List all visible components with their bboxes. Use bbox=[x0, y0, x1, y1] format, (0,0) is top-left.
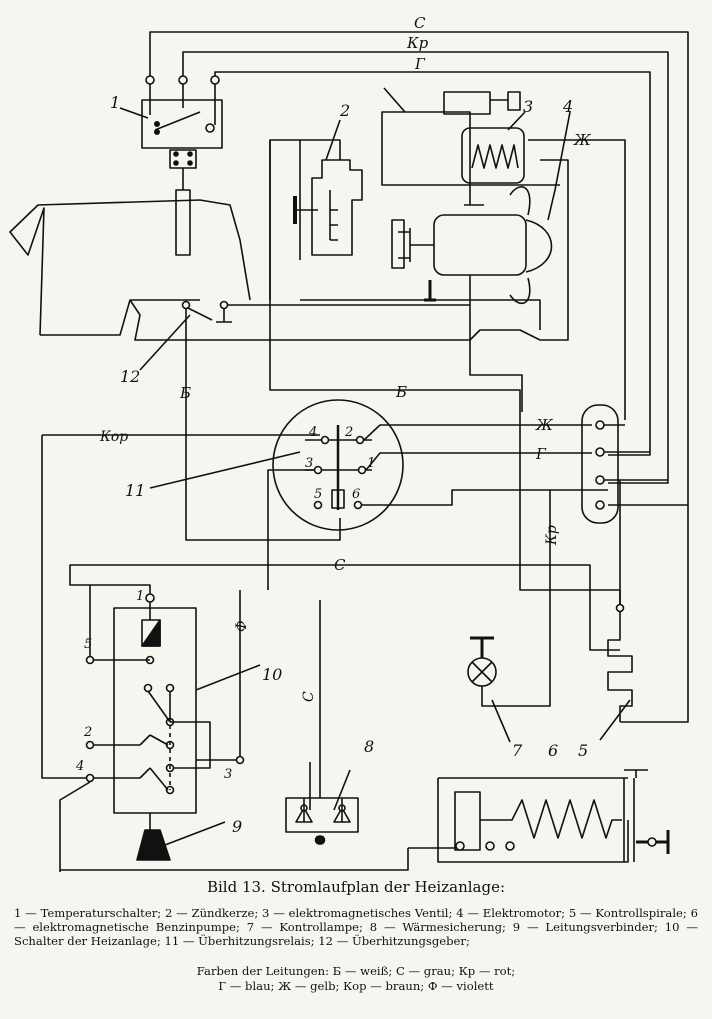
wire-label-kor: Кор bbox=[99, 429, 128, 445]
switch-terminal-1: 1 bbox=[136, 589, 144, 604]
wire-kp-top bbox=[182, 51, 669, 484]
temperature-switch-body bbox=[141, 99, 223, 149]
wire-c-top bbox=[149, 31, 689, 506]
component-number-1: 1 bbox=[110, 93, 120, 112]
solenoid-valve bbox=[381, 87, 471, 186]
heater-switch bbox=[113, 607, 197, 814]
wire-label-b-left: Б bbox=[179, 384, 191, 402]
wire-label-zh-right: Ж bbox=[573, 131, 592, 149]
wire-color-key-line-2: Г — blau; Ж — gelb; Кор — braun; Ф — vio… bbox=[218, 979, 494, 993]
wire-label-kp-vertical: Кр bbox=[544, 525, 560, 546]
component-number-4: 4 bbox=[562, 97, 573, 116]
component-number-11: 11 bbox=[125, 481, 145, 500]
burner-bottom-outline bbox=[129, 299, 541, 341]
overheat-relay bbox=[272, 399, 404, 531]
figure-title: Bild 13. Stromlaufplan der Heizanlage: bbox=[206, 878, 505, 896]
component-number-7: 7 bbox=[512, 741, 523, 760]
wire-label-c-lower: С bbox=[301, 691, 317, 702]
wiring-diagram: С Кр Г Ж Б Б Кор Ж Г Кр С Ф С 1 2 3 4 12… bbox=[9, 14, 689, 872]
relay-terminal-5: 5 bbox=[314, 487, 322, 502]
electric-motor bbox=[433, 214, 527, 276]
wire-color-key: Farben der Leitungen: Б — weiß; С — grau… bbox=[14, 964, 698, 994]
component-number-12: 12 bbox=[120, 367, 140, 386]
wire-label-b-mid: Б bbox=[395, 383, 407, 401]
overheat-sensor bbox=[185, 306, 213, 321]
relay-terminal-2: 2 bbox=[344, 425, 353, 440]
relay-terminal-3: 3 bbox=[305, 456, 313, 471]
switch-terminal-4: 4 bbox=[75, 759, 84, 774]
heater-body-outline bbox=[9, 139, 569, 341]
thermal-fuse bbox=[285, 797, 359, 833]
fuel-pump bbox=[437, 777, 629, 863]
wire-label-zh-relay: Ж bbox=[535, 416, 554, 434]
relay-terminal-1: 1 bbox=[367, 456, 375, 471]
relay-terminal-4: 4 bbox=[308, 425, 317, 440]
control-spiral bbox=[607, 610, 633, 722]
line-connector bbox=[59, 781, 91, 872]
wire-label-f-vertical: Ф bbox=[234, 620, 250, 632]
switch-terminal-2: 2 bbox=[83, 725, 92, 740]
component-number-5: 5 bbox=[578, 741, 588, 760]
component-number-8: 8 bbox=[364, 737, 374, 756]
relay-terminal-6: 6 bbox=[352, 487, 360, 502]
wire-label-c-mid: С bbox=[334, 556, 346, 574]
component-number-9: 9 bbox=[232, 817, 242, 836]
wire-label-kp-top: Кр bbox=[406, 34, 429, 52]
switch-terminal-3: 3 bbox=[224, 767, 232, 782]
figure-legend: 1 — Temperaturschalter; 2 — Zündkerze; 3… bbox=[14, 906, 698, 948]
wire-color-key-line-1: Farben der Leitungen: Б — weiß; С — grau… bbox=[196, 964, 516, 978]
wire-label-g-relay: Г bbox=[535, 445, 547, 463]
component-number-3: 3 bbox=[523, 97, 533, 116]
connector-block bbox=[581, 404, 619, 524]
component-number-10: 10 bbox=[262, 665, 282, 684]
component-number-2: 2 bbox=[339, 101, 350, 120]
component-number-6: 6 bbox=[548, 741, 558, 760]
wire-label-g-top: Г bbox=[414, 55, 426, 73]
switch-terminal-5: 5 bbox=[84, 637, 92, 652]
spark-plug bbox=[311, 159, 363, 256]
wire-g-top bbox=[214, 71, 651, 456]
wire-label-c-top: С bbox=[414, 14, 426, 32]
